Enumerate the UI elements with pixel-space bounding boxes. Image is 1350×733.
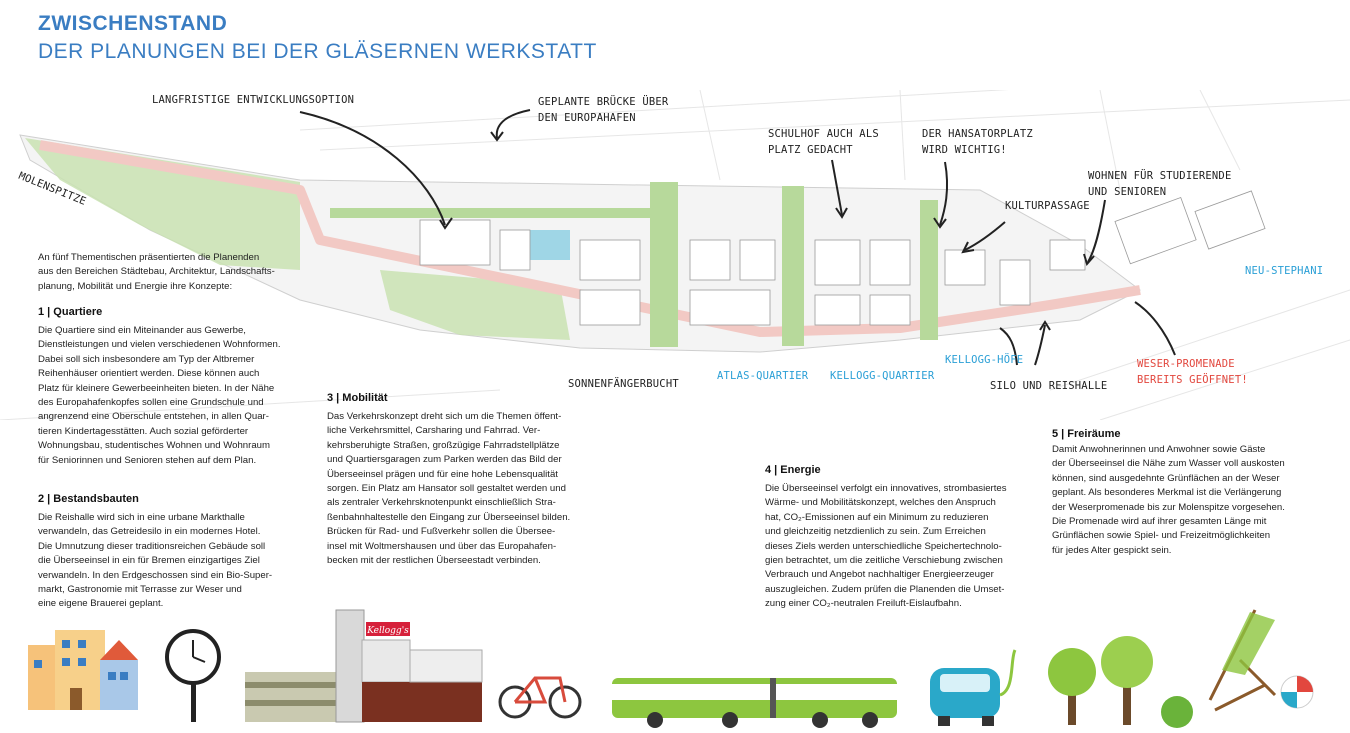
section-freiraeume: 5 | Freiräume Damit Anwohnerinnen und An… bbox=[1052, 428, 1342, 558]
annotation-arrows bbox=[299, 109, 1106, 366]
page-subtitle: DER PLANUNGEN BEI DER GLÄSERNEN WERKSTAT… bbox=[38, 40, 597, 63]
label-kellogg-quartier: KELLOGG-QUARTIER bbox=[830, 370, 935, 382]
section-energie: 4 | Energie Die Überseeinsel verfolgt ei… bbox=[765, 464, 1055, 612]
illustration-strip: Kellogg's bbox=[28, 609, 1314, 728]
site-plan-map bbox=[0, 90, 1350, 420]
section-heading: 4 | Energie bbox=[765, 464, 821, 476]
section-heading: 2 | Bestandsbauten bbox=[38, 493, 139, 505]
section-mobilitaet: 3 | Mobilität Das Verkehrskonzept dreht … bbox=[327, 392, 617, 568]
green-park-sonnenfaenger bbox=[380, 270, 570, 340]
clock-icon bbox=[165, 629, 221, 722]
trees-icon bbox=[1048, 636, 1193, 728]
label-langfristige-entwicklungsoption: LANGFRISTIGE ENTWICKLUNGSOPTION bbox=[152, 94, 355, 106]
label-kellogg-hoefe: KELLOGG-HÖFE bbox=[945, 354, 1024, 366]
electric-car-icon bbox=[930, 649, 1017, 726]
silo-building-icon bbox=[245, 609, 483, 723]
label-silo-reishalle: SILO UND REISHALLE bbox=[990, 380, 1108, 392]
bus-icon bbox=[612, 678, 897, 728]
label-kulturpassage: KULTURPASSAGE bbox=[1005, 200, 1090, 212]
houses-icon bbox=[28, 630, 138, 710]
intro-text: An fünf Thementischen präsentierten die … bbox=[38, 252, 275, 292]
weser-arrow bbox=[1134, 301, 1176, 356]
label-neu-stephani: NEU-STEPHANI bbox=[1245, 265, 1324, 277]
building-blocks bbox=[419, 190, 1266, 326]
section-quartiere: 1 | Quartiere Die Quartiere sind ein Mit… bbox=[38, 306, 328, 468]
page-title: ZWISCHENSTAND bbox=[38, 12, 228, 35]
beach-ball-icon bbox=[1280, 675, 1314, 709]
green-corridors bbox=[330, 182, 938, 347]
label-atlas-quartier: ATLAS-QUARTIER bbox=[717, 370, 809, 382]
label-sonnenfaengerbucht: SONNENFÄNGERBUCHT bbox=[568, 378, 679, 390]
background-streets bbox=[0, 90, 1350, 420]
section-bestandsbauten: 2 | Bestandsbauten Die Reishalle wird si… bbox=[38, 493, 328, 612]
bicycle-icon bbox=[498, 676, 582, 719]
section-heading: 3 | Mobilität bbox=[327, 392, 388, 404]
section-heading: 1 | Quartiere bbox=[38, 306, 103, 318]
green-park-molenspitze bbox=[25, 138, 300, 270]
section-heading: 5 | Freiräume bbox=[1052, 428, 1121, 440]
water-basin bbox=[530, 230, 570, 260]
silo-sign: Kellogg's bbox=[366, 626, 409, 636]
